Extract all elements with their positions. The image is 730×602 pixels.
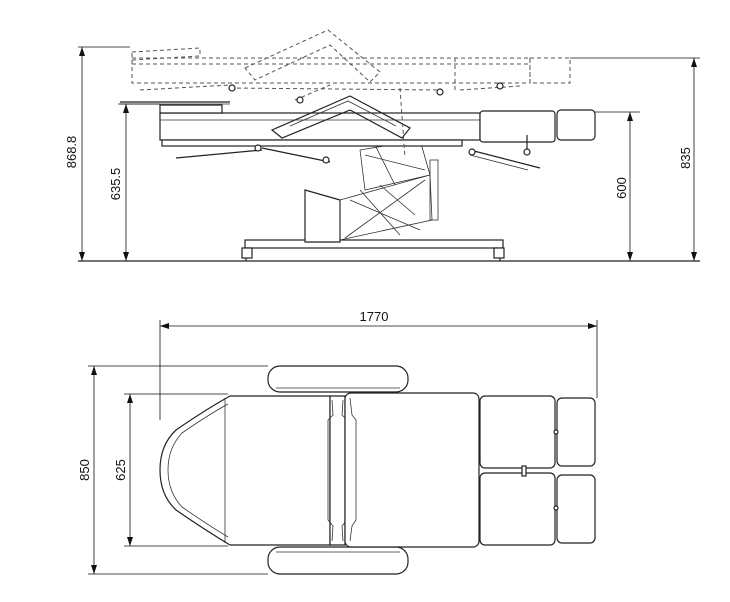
dim-850-label: 850 xyxy=(77,459,92,481)
dim-835-label: 835 xyxy=(678,147,693,169)
dim-1770-label: 1770 xyxy=(360,309,389,324)
top-view: 1770 850 xyxy=(77,309,598,575)
dim-635-5-label: 635.5 xyxy=(108,168,123,201)
side-view: 868.8 635.5 600 835 xyxy=(64,29,700,262)
dim-625-label: 625 xyxy=(113,459,128,481)
dim-868-8-label: 868.8 xyxy=(64,136,79,169)
dim-600-label: 600 xyxy=(614,177,629,199)
